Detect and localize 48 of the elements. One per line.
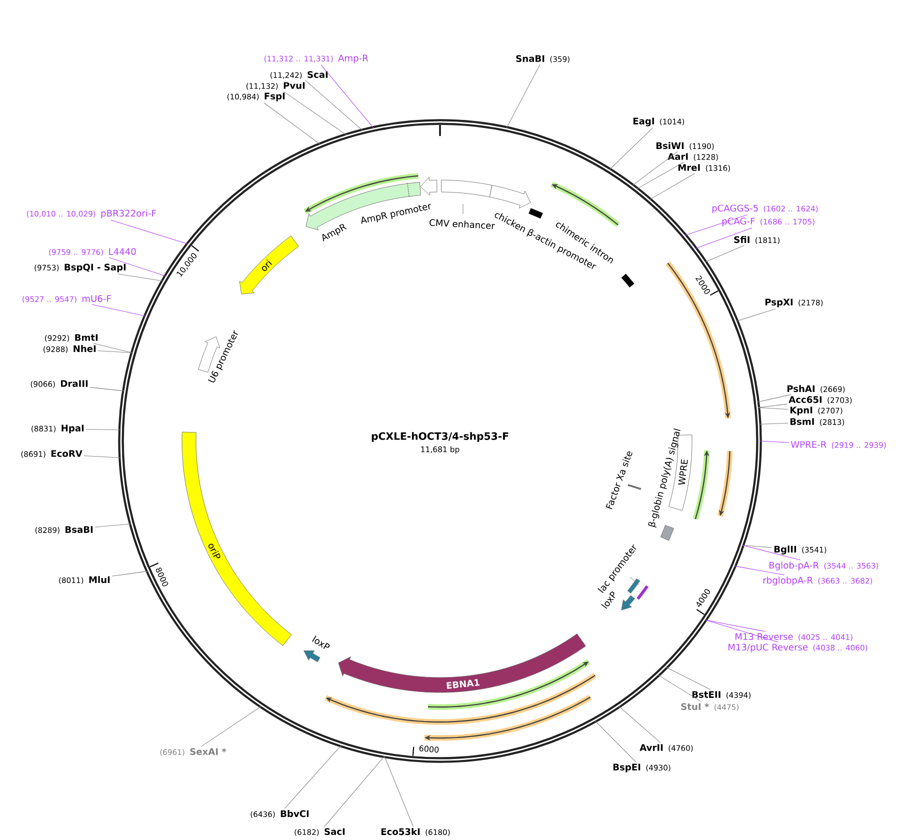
leader-line [695,228,752,249]
leader-line [705,620,766,632]
leader-line [93,343,133,354]
leader-line [305,80,363,131]
leader-line [705,620,779,642]
leader-line [506,64,540,128]
leader-line [705,245,744,262]
leader-line [609,128,653,170]
leader-line [759,422,788,425]
leader-line [264,102,320,145]
leader-line [734,566,785,576]
feature-box: CMV enhancer [430,180,495,229]
leader-line [632,151,678,186]
leader-line [658,674,702,702]
plasmid-name: pCXLE-hOCT3/4-shp53-F [372,432,508,442]
leader-line [758,404,788,408]
leader-line [200,706,262,747]
leader-line [742,544,772,548]
leader-line [86,429,120,430]
leader-line [84,456,121,458]
leader-line [594,720,636,762]
leader-line [636,162,684,190]
leader-line [94,524,132,528]
leader-line [757,394,792,402]
leader-line [118,274,164,282]
leader-line [283,91,347,136]
leader-line [618,706,661,743]
leader-line [684,214,748,236]
leader-line [742,544,801,560]
leader-line [112,570,148,576]
leader-line [284,745,342,809]
tick-label: 6000 [419,745,439,753]
leader-line [110,220,188,244]
leader-line [90,387,124,392]
node-label: CMV enhancer [430,219,496,229]
leader-line [108,257,166,276]
feature-box: oriP [182,432,292,646]
tick-label: 8000 [156,568,168,586]
leader-line [92,304,146,316]
leader-line [98,350,133,354]
leader-line [736,308,776,322]
leader-line [760,440,790,443]
leader-line [650,173,696,200]
leader-line [666,667,711,690]
leader-line [324,756,385,827]
leader-line [758,407,788,410]
leader-line [384,756,414,827]
leader-line [320,64,374,128]
